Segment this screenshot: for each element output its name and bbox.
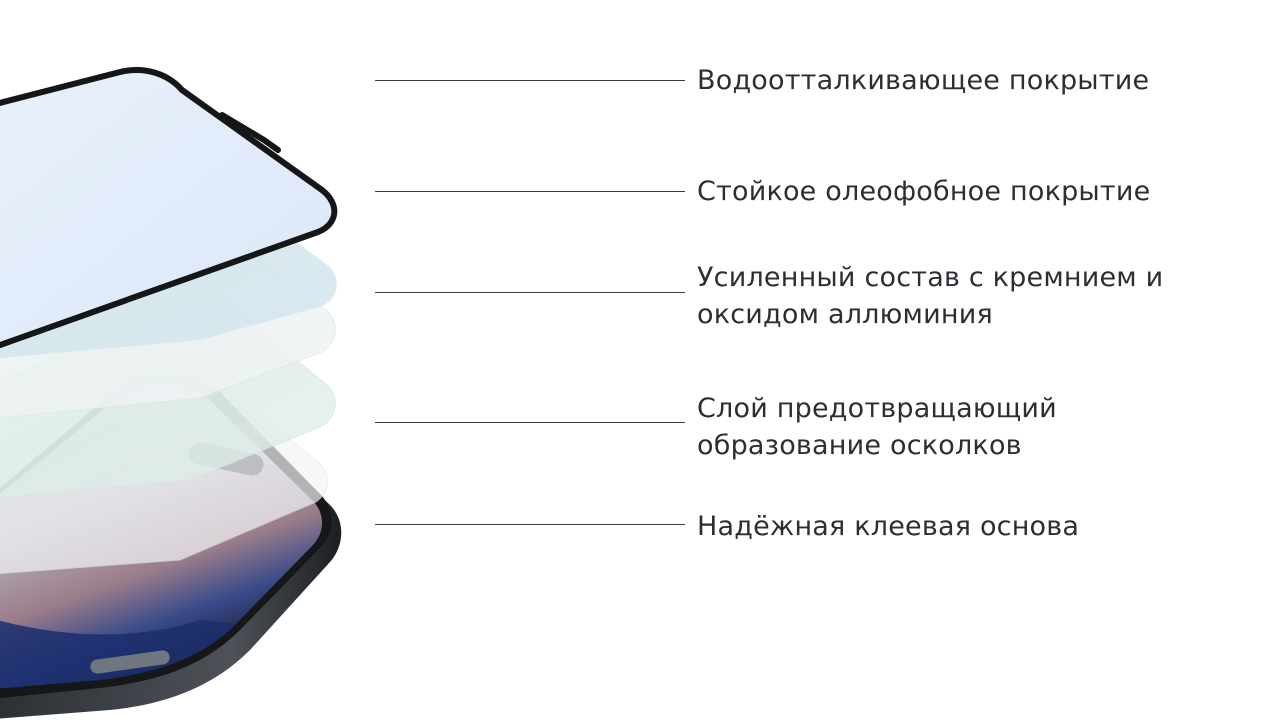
- leader-line-adhesive: [375, 524, 685, 525]
- top-glass-layer-shape: [0, 67, 338, 349]
- phone-layers-illustration: [0, 67, 342, 719]
- leader-line-anti-shatter: [375, 422, 685, 423]
- label-reinforced: Усиленный состав с кремнием и оксидом ал…: [697, 262, 1164, 330]
- label-water-repellent: Водоотталкивающее покрытие: [697, 65, 1150, 96]
- leader-line-water-repellent: [375, 80, 685, 81]
- label-anti-shatter: Слой предотвращающий образование осколко…: [697, 393, 1057, 461]
- label-adhesive: Надёжная клеевая основа: [697, 511, 1080, 542]
- label-oleophobic: Стойкое олеофобное покрытие: [697, 176, 1151, 207]
- leader-line-reinforced: [375, 292, 685, 293]
- leader-line-oleophobic: [375, 191, 685, 192]
